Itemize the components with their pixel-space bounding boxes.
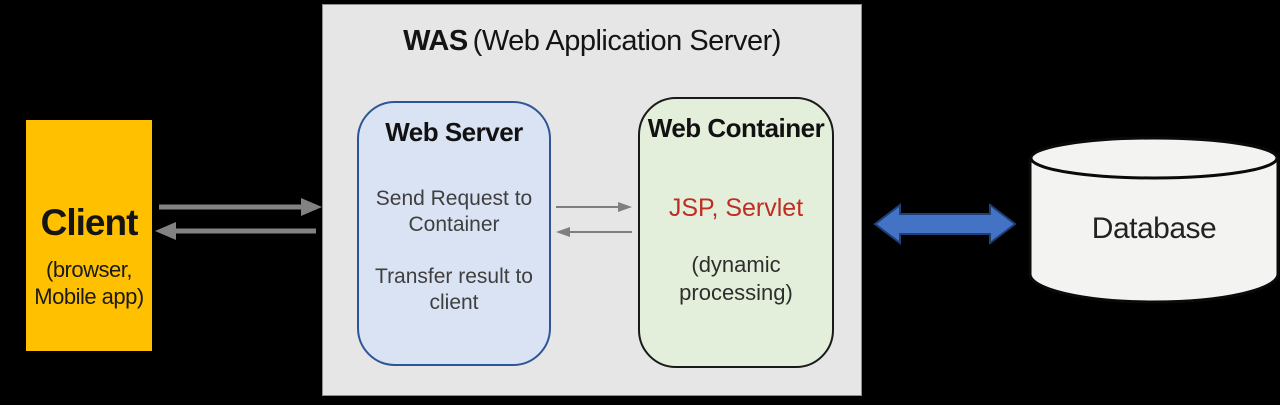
client-subtitle: (browser, Mobile app) (34, 257, 144, 309)
web-server-body-1: Send Request to Container (375, 187, 533, 236)
database-label: Database (1091, 212, 1217, 245)
container-to-server-arrow-icon (556, 227, 632, 237)
web-server-body-2: Transfer result to client (375, 265, 533, 314)
web-server-title: Web Server (385, 117, 523, 147)
database-cylinder-icon (1028, 136, 1280, 304)
server-to-container-arrow-icon (556, 202, 632, 212)
web-container-box: Web Container JSP, Servlet (dynamic proc… (638, 97, 834, 368)
was-title-rest: (Web Application Server) (472, 25, 782, 57)
web-container-title: Web Container (647, 113, 825, 143)
was-panel: WAS(Web Application Server) Web Server S… (322, 4, 862, 396)
web-server-box: Web Server Send Request to Container Tra… (357, 101, 551, 366)
was-title: WAS(Web Application Server) (323, 25, 861, 58)
web-container-note: (dynamic processing) (679, 252, 793, 305)
was-to-client-arrow-icon (155, 222, 316, 240)
web-container-tech: JSP, Servlet (668, 194, 804, 222)
was-title-abbr: WAS (403, 25, 468, 57)
client-to-was-arrow-icon (159, 198, 322, 216)
was-database-double-arrow-icon (873, 202, 1017, 246)
client-title: Client (40, 202, 139, 243)
client-box: Client (browser, Mobile app) (26, 120, 152, 351)
